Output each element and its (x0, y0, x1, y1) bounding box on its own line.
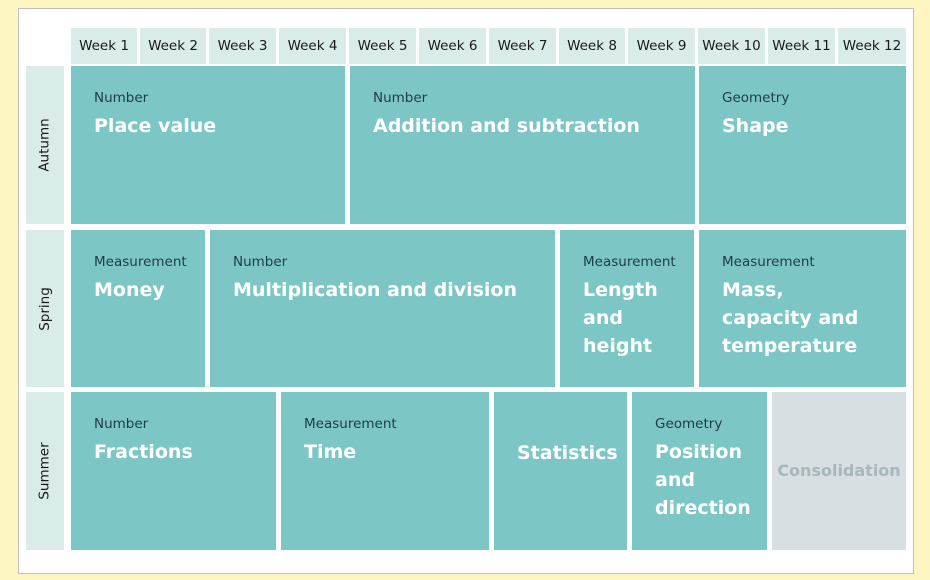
unit-title: Shape (722, 115, 789, 137)
unit-block-shape: Geometry Shape (699, 66, 906, 224)
unit-block-fractions: Number Fractions (71, 392, 276, 550)
week-header-3: Week 3 (209, 28, 276, 64)
week-header-2: Week 2 (140, 28, 206, 64)
unit-category: Measurement (722, 254, 815, 270)
unit-title: Length and height (583, 279, 658, 357)
scheme-of-learning-grid: Week 1 Week 2 Week 3 Week 4 Week 5 Week … (18, 8, 914, 574)
term-label-autumn: Autumn (26, 66, 64, 224)
unit-title: Statistics (517, 442, 618, 464)
week-header-6: Week 6 (419, 28, 486, 64)
week-header-4: Week 4 (279, 28, 346, 64)
unit-category: Geometry (722, 90, 790, 106)
week-header-7: Week 7 (489, 28, 556, 64)
unit-block-addition-subtraction: Number Addition and subtraction (350, 66, 695, 224)
unit-title: Place value (94, 115, 217, 137)
unit-block-place-value: Number Place value (71, 66, 345, 224)
unit-block-statistics: Statistics (494, 392, 627, 550)
unit-category: Measurement (94, 254, 187, 270)
unit-category: Number (94, 90, 149, 106)
unit-category: Measurement (583, 254, 676, 270)
term-label-summer: Summer (26, 392, 64, 550)
term-label-text: Summer (37, 442, 54, 500)
unit-block-multiplication-division: Number Multiplication and division (210, 230, 555, 387)
week-header-9: Week 9 (628, 28, 695, 64)
unit-block-length-height: Measurement Length and height (560, 230, 694, 387)
unit-title: Mass, capacity and temperature (722, 279, 859, 357)
unit-title: Fractions (94, 441, 193, 463)
week-header-5: Week 5 (349, 28, 416, 64)
unit-block-time: Measurement Time (281, 392, 489, 550)
unit-category: Geometry (655, 416, 723, 432)
unit-category: Number (373, 90, 428, 106)
unit-category: Number (233, 254, 288, 270)
week-header-1: Week 1 (71, 28, 137, 64)
unit-title: Multiplication and division (233, 279, 518, 301)
unit-title: Time (304, 441, 357, 463)
week-header-10: Week 10 (698, 28, 765, 64)
week-header-11: Week 11 (768, 28, 835, 64)
week-header-8: Week 8 (559, 28, 625, 64)
term-label-text: Autumn (37, 118, 54, 172)
unit-title: Money (94, 279, 165, 301)
unit-block-consolidation: Consolidation (772, 392, 906, 550)
week-header-12: Week 12 (838, 28, 906, 64)
unit-title: Addition and subtraction (373, 115, 640, 137)
unit-title: Position and direction (655, 441, 751, 519)
unit-title: Consolidation (777, 461, 901, 480)
unit-block-money: Measurement Money (71, 230, 205, 387)
unit-block-position-direction: Geometry Position and direction (632, 392, 767, 550)
unit-category: Measurement (304, 416, 397, 432)
term-label-spring: Spring (26, 230, 64, 387)
unit-category: Number (94, 416, 149, 432)
term-label-text: Spring (37, 286, 54, 331)
unit-block-mass-capacity-temperature: Measurement Mass, capacity and temperatu… (699, 230, 906, 387)
